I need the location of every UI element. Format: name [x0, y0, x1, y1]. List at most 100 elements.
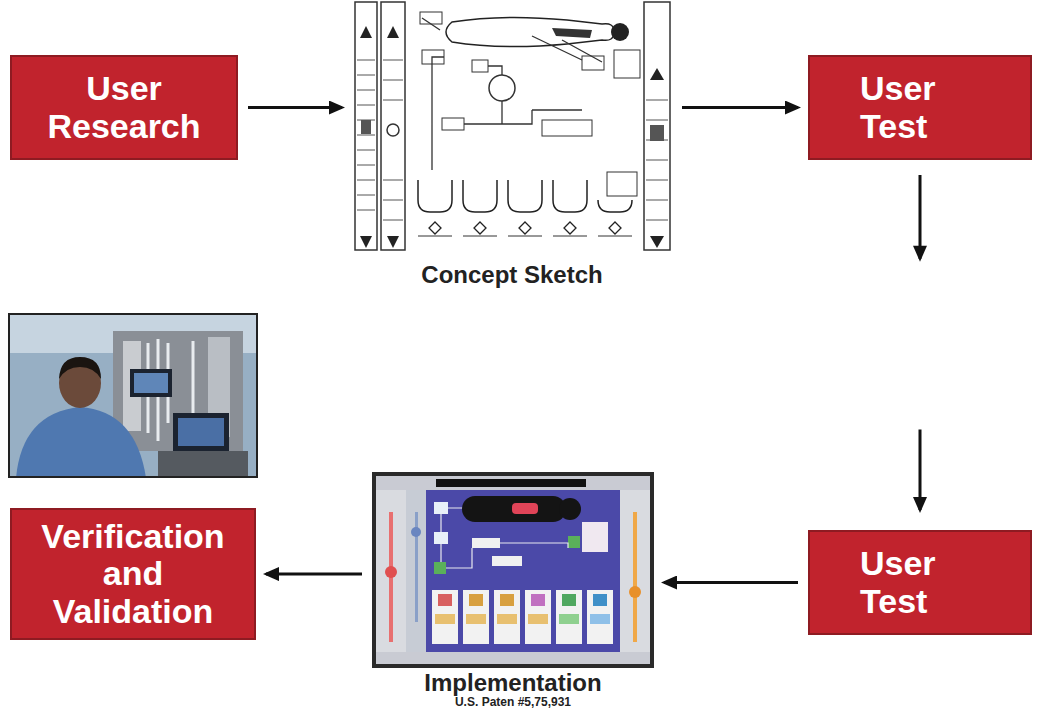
connectors [248, 108, 927, 583]
screen-icon [500, 594, 514, 606]
sketch-body [446, 17, 614, 46]
sketch-box [542, 120, 592, 136]
sketch-triangle [360, 26, 372, 38]
screen-value [435, 614, 455, 624]
box-label: User Research [22, 70, 226, 145]
screen-tile [434, 502, 448, 514]
screen-value [559, 614, 579, 624]
screen-knob [629, 586, 641, 598]
photo-console [158, 451, 248, 478]
flow-arrow [682, 106, 798, 109]
sketch-triangle [650, 68, 664, 80]
screen-card [525, 590, 551, 644]
arrowhead [913, 246, 927, 262]
screen-slider [633, 512, 637, 642]
screen-card [556, 590, 582, 644]
photo-machine [113, 331, 243, 451]
photo-person [16, 407, 146, 478]
screen-icon [531, 594, 545, 606]
screen-panel [620, 490, 650, 652]
figure-caption: Implementation [372, 670, 654, 696]
sketch-triangle [387, 236, 399, 248]
screen-icon [469, 594, 483, 606]
sketch-rail [355, 2, 377, 250]
screen-icon [562, 594, 576, 606]
figure-panel: ImplementationU.S. Paten #5,75,931 [372, 472, 654, 710]
flow-arrow [664, 581, 798, 584]
sketch-box [614, 50, 640, 78]
figure-caption: Concept Sketch [352, 262, 672, 288]
process-box: User Test [808, 530, 1032, 635]
screen-panel [376, 490, 406, 652]
process-box: Verification and Validation [10, 508, 256, 640]
screen-body [462, 496, 566, 522]
flow-arrow [919, 175, 922, 510]
photo-frame [9, 314, 257, 477]
sketch-pump [418, 180, 632, 212]
screen-value [590, 614, 610, 624]
screen-card [463, 590, 489, 644]
concept-sketch [352, 0, 672, 252]
sketch-organ [552, 28, 592, 38]
screen-value [466, 614, 486, 624]
screen-tile [582, 522, 608, 552]
screen-card [494, 590, 520, 644]
screen-knob [385, 566, 397, 578]
screen-knob [411, 527, 421, 537]
sketch-box [472, 60, 488, 72]
screen-head [559, 498, 581, 520]
figure-area [352, 0, 672, 262]
screen-line [441, 508, 568, 568]
sketch-triangle [387, 26, 399, 38]
screen-value [497, 614, 517, 624]
photo-monitor [173, 413, 229, 451]
screen-tile [492, 556, 522, 566]
sketch-triangle [360, 236, 372, 248]
photo-ground [8, 313, 258, 478]
screen-tile [568, 536, 580, 548]
flow-arrow [266, 573, 362, 576]
process-box: User Research [10, 55, 238, 160]
sketch-ticks [357, 60, 668, 220]
sketch-head [611, 23, 629, 41]
screen-tile [434, 562, 446, 574]
screen-bottombar [376, 652, 650, 664]
sketch-knob [361, 120, 371, 134]
box-label: Verification and Validation [28, 518, 238, 630]
screen-ground [376, 476, 650, 664]
screen-icon [593, 594, 607, 606]
photo-display [134, 373, 168, 393]
sketch-rail [381, 2, 405, 250]
sketch-knob [387, 124, 399, 136]
figure-panel: Concept Sketch [352, 0, 672, 288]
screen-status [436, 479, 586, 487]
box-label: User Test [860, 545, 980, 620]
screen-icon [438, 594, 452, 606]
sketch-circle [489, 75, 515, 101]
implementation-screen [372, 472, 654, 668]
process-box: User Test [808, 55, 1032, 160]
screen-card [432, 590, 458, 644]
sketch-triangle [650, 236, 664, 248]
sketch-box [582, 56, 604, 70]
photo-hair [59, 357, 101, 379]
sketch-diamond [429, 222, 621, 234]
sketch-paper [352, 0, 672, 252]
box-label: User Test [860, 70, 980, 145]
sketch-knob [650, 125, 664, 141]
screen-organ [512, 503, 538, 514]
photo-head [59, 358, 101, 408]
user-photo [8, 313, 258, 478]
sketch-box [442, 118, 464, 130]
patent-note: U.S. Paten #5,75,931 [372, 696, 654, 710]
figure-area [372, 472, 654, 670]
screen-card [587, 590, 613, 644]
sketch-box [607, 172, 637, 196]
sketch-rail [644, 2, 670, 250]
flow-arrow [248, 106, 342, 109]
sketch-line [418, 236, 632, 237]
screen-panel [406, 490, 426, 652]
screen-tile [434, 532, 448, 544]
photo-monitor [130, 369, 172, 397]
